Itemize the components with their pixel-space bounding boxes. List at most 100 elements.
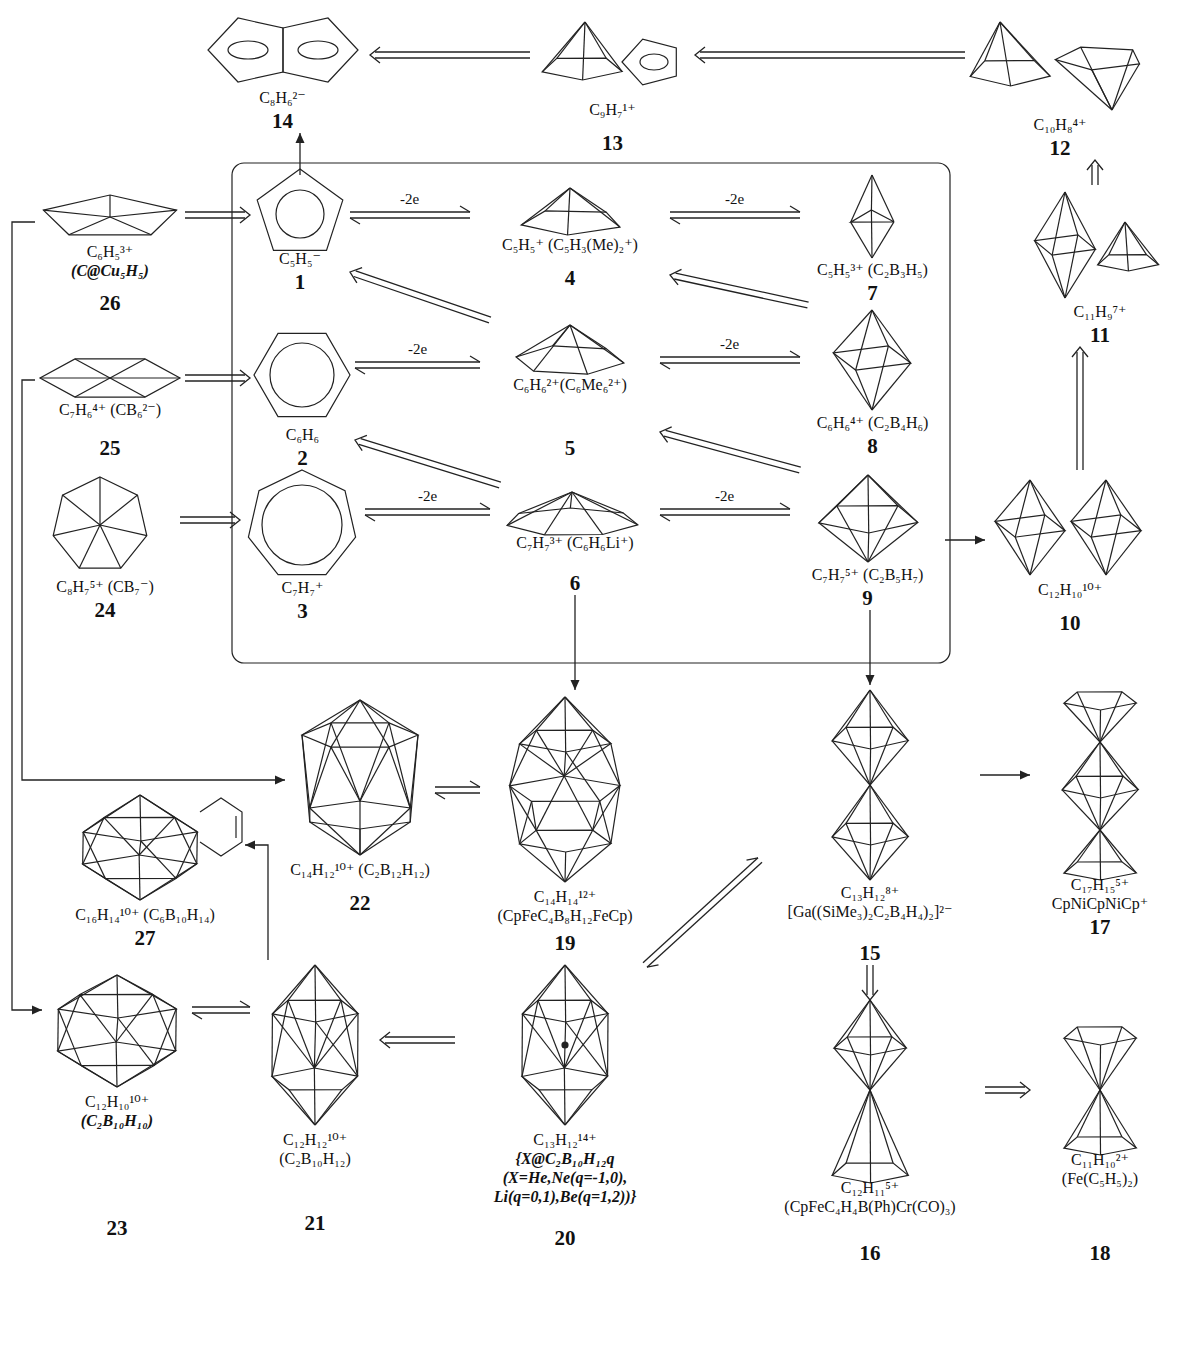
compound-number: 2 — [297, 446, 308, 470]
compound-node: C₁₄H₁₂¹⁰⁺ (C₂B₁₂H₁₂)22 — [285, 695, 435, 915]
reaction-arrow — [945, 536, 985, 545]
cluster-structure — [43, 195, 176, 235]
formula: {X@C₂B₁₀H₁₂q (X=He,Ne(q=-1,0), Li(q=0,1)… — [483, 1149, 648, 1206]
cluster-structure — [522, 965, 608, 1125]
compound-number: 24 — [95, 598, 116, 622]
compound-node: C₁₃H₁₂¹⁴⁺{X@C₂B₁₀H₁₂q (X=He,Ne(q=-1,0), … — [455, 965, 675, 1250]
reaction-arrow — [985, 1082, 1030, 1098]
compound-number: 9 — [862, 586, 873, 610]
compound-node: C₁₂H₁₀¹⁰⁺10 — [985, 470, 1155, 635]
cluster-structure — [1071, 480, 1141, 575]
cluster-structure — [1055, 47, 1139, 110]
reaction-arrow — [350, 206, 470, 224]
formula: C₁₇H₁₅⁵⁺ — [1071, 875, 1130, 894]
reaction-arrow — [296, 133, 305, 175]
formula: (C₂B₁₀H₁₂) — [279, 1149, 350, 1168]
reaction-arrow — [643, 858, 762, 967]
formula: (C@Cu₅H₅) — [71, 261, 149, 280]
formula: C₁₂H₁₂¹⁰⁺ — [283, 1130, 347, 1149]
compound-node: C₁₇H₁₅⁵⁺CpNiCpNiCp⁺17 — [1030, 685, 1170, 939]
compound-node: C₆H₅³⁺(C@Cu₅H₅)26 — [35, 190, 185, 315]
cluster-structure — [1098, 222, 1159, 271]
compound-node: C₁₀H₈⁴⁺12 — [965, 15, 1155, 160]
cluster-structure — [521, 188, 620, 235]
formula: C₇H₇³⁺ (C₆H₆Li⁺) — [516, 533, 633, 552]
edge-label: -2e — [398, 191, 421, 208]
reaction-arrow — [22, 380, 285, 785]
compound-number: 13 — [602, 131, 623, 155]
compound-node: C₇H₇⁺3 — [240, 475, 365, 623]
compound-node: C₁₆H₁₄¹⁰⁺ (C₆B₁₀H₁₄)27 — [45, 790, 245, 950]
formula: C₈H₇⁵⁺ (CB₇⁻) — [56, 577, 153, 596]
formula: C₅H₅³⁺ (C₂B₃H₅) — [817, 260, 928, 279]
compound-number: 16 — [860, 1241, 881, 1265]
formula: C₇H₇⁺ — [282, 578, 324, 597]
reaction-arrow — [245, 841, 268, 961]
formula: (CpFeC₄B₈H₁₂FeCp) — [497, 906, 632, 925]
formula: C₁₆H₁₄¹⁰⁺ (C₆B₁₀H₁₄) — [75, 905, 215, 924]
formula: C₁₂H₁₀¹⁰⁺ — [85, 1092, 149, 1111]
cluster-structure — [833, 310, 910, 410]
reaction-arrow — [1072, 347, 1088, 470]
compound-node: C₁₃H₁₂⁸⁺[Ga((SiMe₃)₂C₂B₄H₄)₂]²⁻15 — [760, 685, 980, 965]
formula: (C₂B₁₀H₁₀) — [81, 1111, 153, 1130]
cluster-structure — [248, 470, 355, 575]
compound-number: 20 — [555, 1226, 576, 1250]
compound-node: C₉H₇¹⁺13 — [530, 15, 695, 155]
compound-node: C₇H₆⁴⁺ (CB₆²⁻) 25 — [35, 350, 185, 460]
reaction-arrow — [12, 222, 42, 1015]
cluster-structure — [819, 475, 918, 562]
compound-number: 21 — [305, 1211, 326, 1235]
cluster-structure — [1064, 692, 1136, 742]
cluster-structure — [542, 22, 622, 80]
formula: C₁₄H₁₄¹²⁺ — [534, 887, 597, 906]
cluster-structure — [622, 39, 676, 85]
formula: C₆H₆²⁺(C₆Me₆²⁺) — [513, 375, 627, 394]
compound-node: C₁₄H₁₄¹²⁺(CpFeC₄B₈H₁₂FeCp)19 — [480, 690, 650, 955]
reaction-arrow — [185, 207, 250, 223]
compound-node: C₁₂H₁₂¹⁰⁺(C₂B₁₀H₁₂) 21 — [250, 960, 380, 1235]
cluster-structure — [272, 965, 358, 1125]
formula: C₅H₅⁻ — [279, 249, 321, 268]
reaction-arrow — [380, 1032, 455, 1048]
compound-number: 10 — [1060, 611, 1081, 635]
compound-node: C₁₂H₁₀¹⁰⁺(C₂B₁₀H₁₀)23 — [42, 970, 192, 1240]
compound-number: 1 — [295, 270, 306, 294]
reaction-arrow — [192, 1001, 250, 1019]
reaction-arrow — [185, 370, 250, 386]
formula: (Fe(C₅H₅)₂) — [1062, 1169, 1138, 1188]
cluster-structure — [53, 477, 147, 568]
reaction-arrow — [350, 268, 491, 323]
reaction-arrow — [571, 595, 580, 690]
reaction-arrow — [670, 206, 800, 224]
cluster-structure — [257, 169, 343, 250]
formula: C₇H₆⁴⁺ (CB₆²⁻) — [59, 400, 161, 419]
cluster-structure — [510, 697, 620, 882]
cluster-structure — [254, 333, 350, 416]
formula: C₈H₆²⁻ — [259, 88, 306, 107]
reaction-arrow — [660, 503, 790, 521]
reaction-arrow — [866, 610, 875, 685]
compound-node: C₅H₅³⁺ (C₂B₃H₅)7 — [800, 170, 945, 305]
compound-number: 6 — [570, 571, 581, 595]
cluster-structure — [58, 975, 176, 1087]
reaction-arrow — [1087, 160, 1103, 185]
cluster-structure — [1062, 742, 1138, 830]
compound-number: 15 — [860, 941, 881, 965]
reaction-arrow — [862, 965, 878, 1000]
reaction-arrow — [980, 771, 1030, 780]
group-frame — [232, 163, 950, 663]
compound-number: 25 — [100, 436, 121, 460]
reaction-arrow — [180, 512, 240, 528]
compound-node: C₁₁H₉⁷⁺11 — [1025, 185, 1175, 347]
compound-node: C₅H₅⁺ (C₅H₃(Me)₂⁺)4 — [470, 180, 670, 290]
reaction-arrow — [670, 269, 809, 308]
compound-number: 14 — [272, 109, 293, 133]
compound-number: 22 — [350, 891, 371, 915]
cluster-structure — [516, 325, 624, 374]
formula: C₁₂H₁₁⁵⁺ — [841, 1178, 900, 1197]
cluster-structure — [1064, 1090, 1136, 1155]
compound-number: 18 — [1090, 1241, 1111, 1265]
reaction-arrow — [355, 356, 480, 374]
